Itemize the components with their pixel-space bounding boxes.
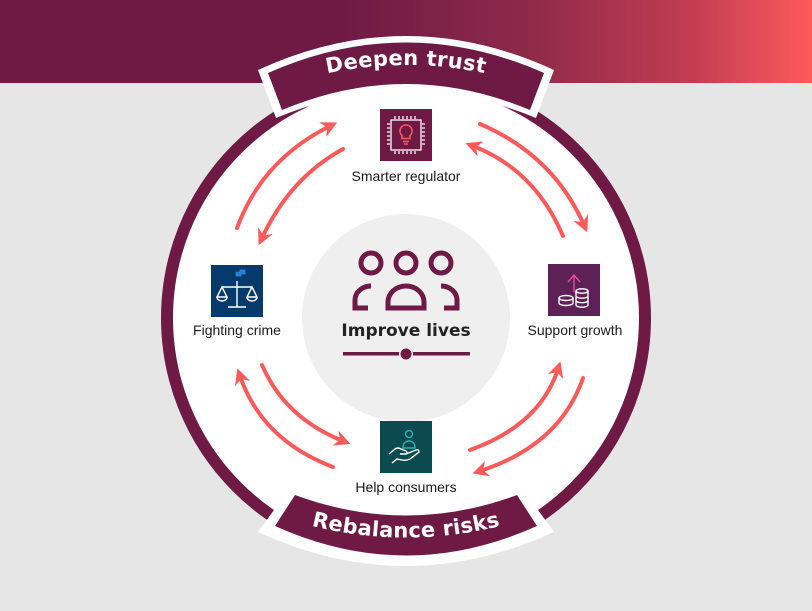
arrow-regulator-to-growth bbox=[478, 122, 589, 233]
center-divider bbox=[343, 347, 470, 361]
node-label: Fighting crime bbox=[193, 322, 281, 338]
hand-person-icon bbox=[388, 429, 420, 464]
node-support-growth[interactable]: Support growth bbox=[528, 264, 623, 338]
arrow-crime-to-consumers bbox=[260, 363, 351, 446]
arrow-consumers-to-crime bbox=[235, 368, 335, 469]
bottom-banner: Rebalance risks bbox=[258, 488, 554, 566]
center-hub: Improve lives bbox=[341, 250, 471, 361]
node-smarter-regulator[interactable]: Smarter regulator bbox=[352, 109, 461, 184]
arrow-regulator-to-crime bbox=[258, 147, 345, 246]
node-help-consumers[interactable]: Help consumers bbox=[355, 421, 457, 495]
arrow-crime-to-regulator bbox=[235, 122, 338, 230]
chip-lightbulb-icon bbox=[387, 116, 425, 154]
arrow-growth-to-consumers bbox=[472, 376, 585, 477]
node-label: Smarter regulator bbox=[352, 168, 461, 184]
connection-arrows bbox=[235, 122, 589, 477]
top-banner: Deepen trust bbox=[258, 36, 554, 118]
node-label: Support growth bbox=[528, 322, 623, 338]
node-fighting-crime[interactable]: Fighting crime bbox=[193, 265, 281, 338]
people-group-icon bbox=[352, 250, 460, 311]
arrow-growth-to-regulator bbox=[465, 141, 565, 238]
coins-arrow-up-icon bbox=[558, 273, 589, 308]
center-circle bbox=[302, 214, 510, 422]
arrow-consumers-to-growth bbox=[468, 361, 564, 452]
center-label: Improve lives bbox=[341, 321, 470, 341]
node-label: Help consumers bbox=[355, 479, 456, 495]
scales-icon bbox=[215, 269, 259, 308]
